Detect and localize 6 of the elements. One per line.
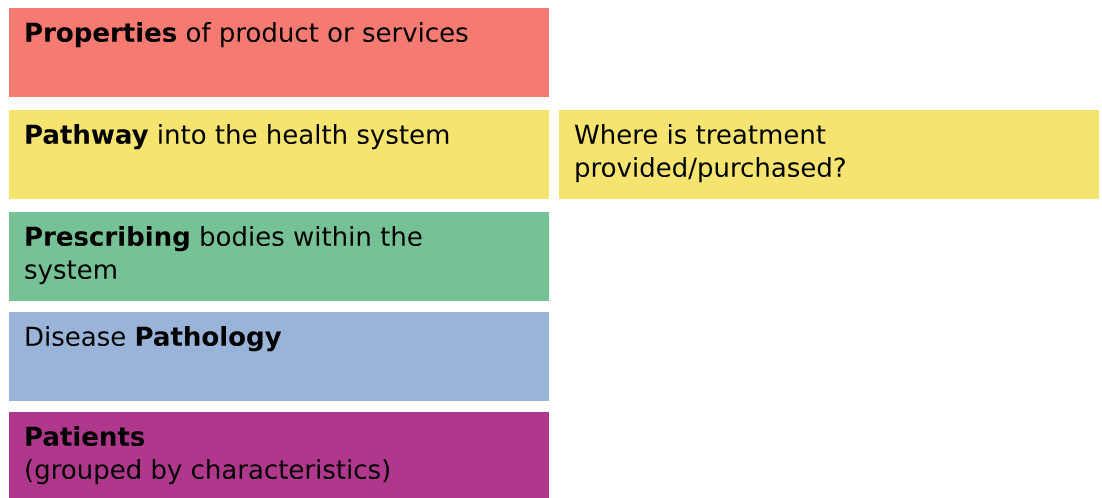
label-box: Patients (grouped by characteristics) xyxy=(9,412,549,498)
label-box: Where is treatment provided/purchased? xyxy=(559,110,1099,199)
label-box: Properties of product or services xyxy=(9,8,549,97)
label-box: Disease Pathology xyxy=(9,312,549,401)
label-box: Pathway into the health system xyxy=(9,110,549,199)
label-box: Prescribing bodies within the system xyxy=(9,212,549,301)
